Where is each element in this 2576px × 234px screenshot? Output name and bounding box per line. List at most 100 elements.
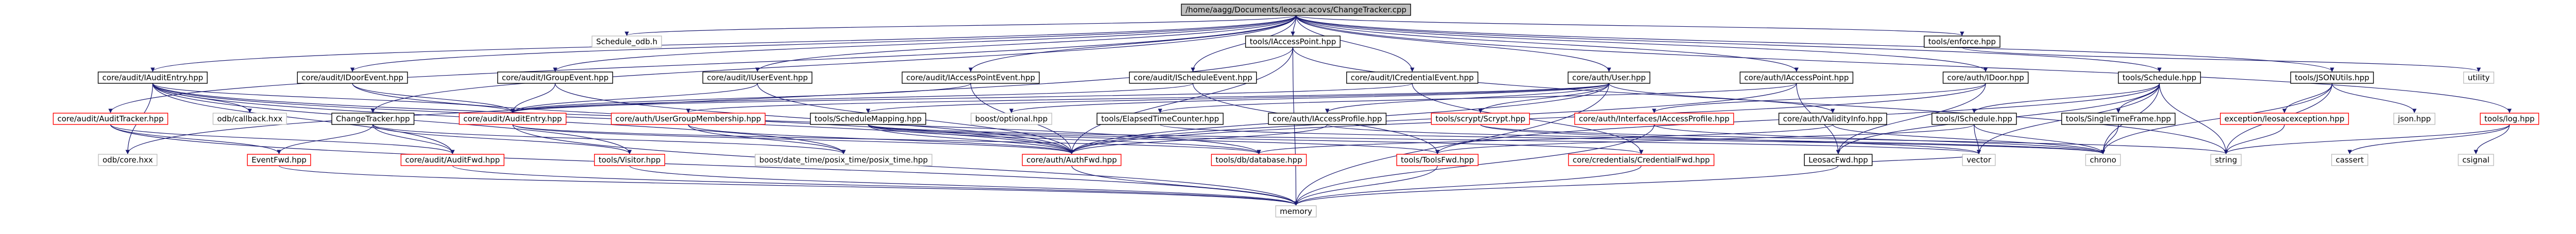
node-box bbox=[97, 71, 208, 84]
include-edge-root-to-core-auth-iaccesspoint bbox=[1295, 15, 1799, 72]
node-core-credentials-credentialfwd[interactable]: core/credentials/CredentialFwd.hpp bbox=[1568, 154, 1715, 166]
node-tools-db-database[interactable]: tools/db/database.hpp bbox=[1211, 154, 1307, 166]
node-label: core/auth/User.hpp bbox=[1572, 73, 1646, 82]
node-box bbox=[331, 113, 415, 125]
node-tools-singletimeframe[interactable]: tools/SingleTimeFrame.hpp bbox=[2061, 113, 2176, 125]
node-leosacfwd[interactable]: LeosacFwd.hpp bbox=[1804, 154, 1873, 166]
node-tools-elapsedtimecounter[interactable]: tools/ElapsedTimeCounter.hpp bbox=[1096, 113, 1224, 125]
include-edge-tools-ischedule-to-vector bbox=[1974, 124, 1981, 154]
node-core-auth-authfwd[interactable]: core/auth/AuthFwd.hpp bbox=[1022, 154, 1122, 166]
node-label: exception/leosacexception.hpp bbox=[2225, 114, 2345, 123]
include-edge-core-auth-usergroupmembership-to-core-auth-authfwd bbox=[688, 124, 1074, 154]
node-core-audit-ischeduleevent[interactable]: core/audit/IScheduleEvent.hpp bbox=[1129, 71, 1257, 84]
include-edge-core-auth-interfaces-iaccessprofile-to-chrono bbox=[1654, 124, 2105, 154]
node-core-auth-usergroupmembership[interactable]: core/auth/UserGroupMembership.hpp bbox=[611, 113, 766, 125]
node-core-audit-iaccesspointevent[interactable]: core/audit/IAccessPointEvent.hpp bbox=[902, 71, 1040, 84]
node-box bbox=[1346, 71, 1479, 84]
include-edge-root-to-core-audit-iauditentry bbox=[150, 15, 1297, 72]
node-label: core/audit/ICredentialEvent.hpp bbox=[1351, 73, 1474, 82]
node-label: ChangeTracker.hpp bbox=[336, 114, 410, 123]
node-memory: memory bbox=[1275, 205, 1317, 218]
node-tools-schedule[interactable]: tools/Schedule.hpp bbox=[2117, 71, 2201, 84]
node-core-auth-user[interactable]: core/auth/User.hpp bbox=[1567, 71, 1651, 84]
node-box bbox=[98, 154, 158, 166]
node-box bbox=[2061, 113, 2176, 125]
include-edge-tools-iaccess-to-odb-core bbox=[125, 47, 1294, 154]
include-edge-core-auth-iaccesspoint-to-tools-elapsedtimecounter bbox=[1158, 83, 1797, 113]
node-boost-optional: boost/optional.hpp bbox=[971, 113, 1053, 125]
node-box bbox=[459, 113, 567, 125]
node-label: tools/IAccessPoint.hpp bbox=[1250, 37, 1336, 46]
node-label: core/auth/IDoor.hpp bbox=[1947, 73, 2024, 82]
node-label: chrono bbox=[2090, 155, 2116, 165]
node-box bbox=[1931, 113, 2017, 125]
node-tools-visitor[interactable]: tools/Visitor.hpp bbox=[594, 154, 665, 166]
node-label: tools/ScheduleMapping.hpp bbox=[815, 114, 922, 123]
node-label: core/audit/AuditTracker.hpp bbox=[57, 114, 163, 123]
node-box bbox=[1268, 113, 1387, 125]
node-label: string bbox=[2215, 155, 2237, 165]
node-odb-core: odb/core.hxx bbox=[98, 154, 158, 166]
node-label: /home/aagg/Documents/leosac.acovs/Change… bbox=[1185, 5, 1406, 14]
node-box bbox=[2219, 113, 2349, 125]
node-tools-iaccess[interactable]: tools/IAccessPoint.hpp bbox=[1245, 35, 1341, 48]
node-core-audit-igroupevent[interactable]: core/audit/IGroupEvent.hpp bbox=[497, 71, 613, 84]
node-core-auth-idoor[interactable]: core/auth/IDoor.hpp bbox=[1942, 71, 2029, 84]
node-label: core/audit/AuditEntry.hpp bbox=[463, 114, 562, 123]
node-core-audit-icredentialevent[interactable]: core/audit/ICredentialEvent.hpp bbox=[1346, 71, 1479, 84]
node-core-auth-validityinfo[interactable]: core/auth/ValidityInfo.hpp bbox=[1778, 113, 1887, 125]
node-core-audit-auditentry[interactable]: core/audit/AuditEntry.hpp bbox=[459, 113, 567, 125]
include-edge-core-credentials-credentialfwd-to-memory bbox=[1294, 165, 1642, 206]
node-tools-schedulemapping[interactable]: tools/ScheduleMapping.hpp bbox=[810, 113, 926, 125]
include-edge-tools-elapsedtimecounter-to-chrono bbox=[1160, 124, 2105, 154]
node-tools-jsonutils[interactable]: tools/JSONUtils.hpp bbox=[2290, 71, 2374, 84]
include-edge-core-auth-user-to-tools-scrypt bbox=[1478, 83, 1609, 113]
node-csignal: csignal bbox=[2458, 154, 2494, 166]
node-core-audit-iuserevent[interactable]: core/audit/IUserEvent.hpp bbox=[702, 71, 812, 84]
node-box bbox=[591, 35, 662, 48]
node-label: core/audit/IAuditEntry.hpp bbox=[103, 73, 204, 82]
node-label: tools/JSONUtils.hpp bbox=[2295, 73, 2369, 82]
node-box bbox=[971, 113, 1053, 125]
node-box bbox=[1275, 205, 1317, 218]
node-core-auth-iaccessprofile[interactable]: core/auth/IAccessProfile.hpp bbox=[1268, 113, 1387, 125]
node-label: json.hpp bbox=[2397, 114, 2431, 123]
node-box bbox=[1396, 154, 1479, 166]
node-odb-callback: odb/callback.hxx bbox=[212, 113, 287, 125]
include-edge-eventfwd-to-memory bbox=[278, 165, 1298, 206]
node-changetracker[interactable]: ChangeTracker.hpp bbox=[331, 113, 415, 125]
include-edge-root-to-tools-schedule bbox=[1295, 15, 2162, 72]
node-tools-log[interactable]: tools/log.hpp bbox=[2480, 113, 2539, 125]
include-edge-tools-log-to-cassert bbox=[2347, 124, 2510, 154]
node-tools-enforce[interactable]: tools/enforce.hpp bbox=[1924, 35, 2001, 48]
include-edge-core-audit-iauditentry-to-core-audit-auditentry bbox=[152, 83, 515, 113]
node-label: core/auth/AuthFwd.hpp bbox=[1026, 155, 1117, 165]
node-box bbox=[1804, 154, 1873, 166]
node-root[interactable]: /home/aagg/Documents/leosac.acovs/Change… bbox=[1181, 4, 1411, 16]
node-core-auth-interfaces-iaccessprofile[interactable]: core/auth/Interfaces/IAccessProfile.hpp bbox=[1574, 113, 1734, 125]
node-box bbox=[212, 113, 287, 125]
node-box bbox=[1181, 4, 1411, 16]
node-box bbox=[1942, 71, 2029, 84]
node-label: tools/db/database.hpp bbox=[1215, 155, 1302, 165]
node-label: LeosacFwd.hpp bbox=[1808, 155, 1868, 165]
node-label: odb/callback.hxx bbox=[217, 114, 282, 123]
node-exception-leosacexception[interactable]: exception/leosacexception.hpp bbox=[2219, 113, 2349, 125]
node-eventfwd[interactable]: EventFwd.hpp bbox=[247, 154, 311, 166]
node-core-auth-iaccesspoint[interactable]: core/auth/IAccessPoint.hpp bbox=[1739, 71, 1854, 84]
node-tools-toolsfwd[interactable]: tools/ToolsFwd.hpp bbox=[1396, 154, 1479, 166]
node-core-audit-iauditentry[interactable]: core/audit/IAuditEntry.hpp bbox=[97, 71, 208, 84]
node-box bbox=[1211, 154, 1307, 166]
include-edge-root-to-changetracker bbox=[370, 15, 1297, 113]
node-tools-scrypt[interactable]: tools/scrypt/Scrypt.hpp bbox=[1431, 113, 1530, 125]
node-label: core/auth/UserGroupMembership.hpp bbox=[616, 114, 761, 123]
node-label: cassert bbox=[2336, 155, 2364, 165]
node-box bbox=[2393, 113, 2436, 125]
node-core-audit-auditfwd[interactable]: core/audit/AuditFwd.hpp bbox=[400, 154, 505, 166]
node-core-audit-idoorevent[interactable]: core/audit/IDoorEvent.hpp bbox=[297, 71, 408, 84]
node-core-audit-auditfacker[interactable]: core/audit/AuditTracker.hpp bbox=[53, 113, 168, 125]
node-label: core/audit/IDoorEvent.hpp bbox=[301, 73, 403, 82]
node-label: core/auth/IAccessProfile.hpp bbox=[1273, 114, 1382, 123]
node-tools-ischedule[interactable]: tools/ISchedule.hpp bbox=[1931, 113, 2017, 125]
